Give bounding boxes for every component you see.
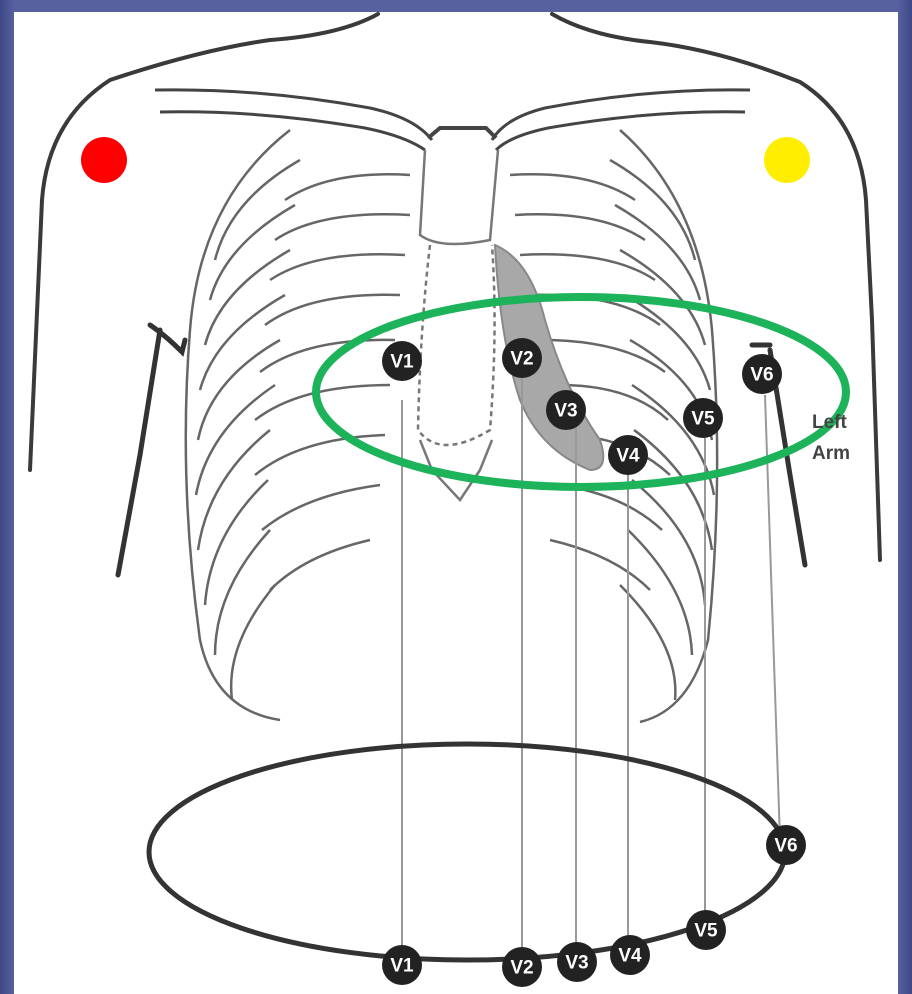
left-arm-electrode: [764, 137, 810, 183]
chest-lead-label-v6: V6: [750, 365, 773, 386]
cross-section-marker-v3: V3: [557, 942, 597, 982]
chest-lead-label-v4: V4: [616, 446, 640, 467]
cross-section-label-v4: V4: [618, 946, 642, 967]
cross-section-label-v6: V6: [774, 836, 797, 857]
right-arm-electrode: [81, 137, 127, 183]
cross-section-label-v1: V1: [390, 956, 414, 977]
sternum: [418, 150, 498, 500]
rib-cage: [186, 130, 717, 722]
chest-lead-marker-v1: V1: [382, 341, 422, 381]
cross-section-label-v5: V5: [694, 921, 718, 942]
cross-section-marker-v5: V5: [686, 910, 726, 950]
cross-section-label-v2: V2: [510, 958, 533, 979]
cross-section-marker-v2: V2: [502, 947, 542, 987]
chest-lead-marker-v4: V4: [608, 435, 648, 475]
cross-section-marker-v6: V6: [766, 825, 806, 865]
cross-section-marker-v1: V1: [382, 945, 422, 985]
left-arm-label-line1: Left: [812, 412, 848, 433]
cross-section-marker-v4: V4: [610, 935, 650, 975]
chest-lead-label-v2: V2: [510, 349, 533, 370]
chest-lead-label-v1: V1: [390, 352, 414, 373]
arm-guides: [118, 325, 805, 575]
chest-lead-marker-v3: V3: [546, 390, 586, 430]
chest-lead-label-v5: V5: [691, 409, 715, 430]
chest-lead-marker-v6: V6: [742, 354, 782, 394]
chest-lead-marker-v2: V2: [502, 338, 542, 378]
chest-lead-label-v3: V3: [554, 401, 577, 422]
clavicles: [155, 90, 750, 150]
chest-lead-marker-v5: V5: [683, 398, 723, 438]
cross-section-label-v3: V3: [565, 953, 588, 974]
left-arm-label-line2: Arm: [812, 443, 850, 464]
